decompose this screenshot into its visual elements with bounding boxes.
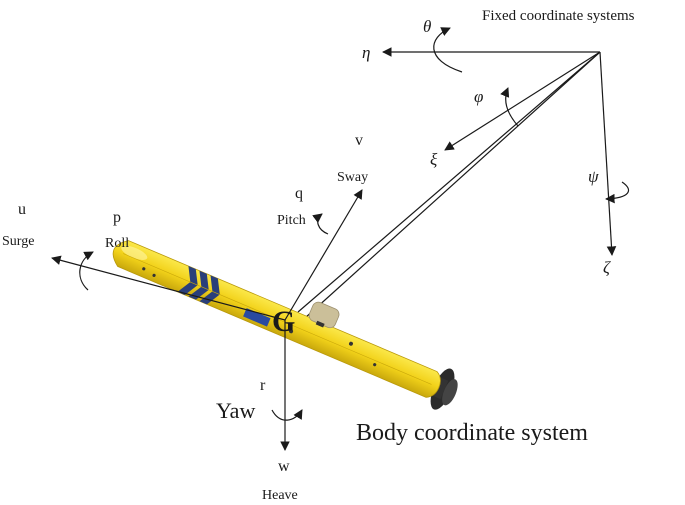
theta-label: θ	[423, 17, 431, 36]
eta-label: η	[362, 43, 370, 62]
zeta-label: ζ	[603, 258, 611, 277]
line-to-g-1	[297, 51, 601, 313]
origin-g-label: G	[272, 305, 295, 338]
zeta-axis	[599, 51, 617, 256]
xi-axis	[444, 51, 601, 151]
auv-vehicle	[112, 240, 458, 410]
body-frame-title: Body coordinate system	[356, 420, 588, 446]
body-frame	[51, 189, 363, 451]
logo-panel	[243, 308, 271, 327]
v-label: v	[355, 132, 363, 149]
psi-label: ψ	[588, 167, 599, 186]
heave-label: Heave	[262, 488, 298, 503]
u-axis	[51, 255, 286, 321]
line-to-g-2	[304, 51, 601, 319]
fixed-frame	[297, 27, 630, 319]
roll-rotation-arrow	[79, 251, 94, 291]
r-label: r	[260, 377, 266, 394]
p-label: p	[113, 209, 121, 226]
q-label: q	[295, 185, 303, 202]
surge-label: Surge	[2, 234, 34, 249]
theta-rotation-arrow	[433, 27, 463, 73]
pitch-label: Pitch	[277, 213, 306, 228]
chevron-stripes	[177, 266, 220, 305]
w-label: w	[278, 458, 290, 475]
v-axis	[284, 189, 363, 321]
roll-label: Roll	[105, 236, 129, 251]
sway-label: Sway	[337, 170, 368, 185]
sonar-dome	[308, 301, 340, 329]
psi-rotation-arrow	[605, 181, 630, 204]
phi-rotation-arrow	[500, 87, 519, 127]
phi-label: φ	[474, 87, 483, 106]
fixed-frame-title: Fixed coordinate systems	[482, 8, 635, 24]
u-label: u	[18, 201, 26, 218]
yaw-label: Yaw	[216, 398, 255, 423]
pitch-rotation-arrow	[312, 213, 329, 235]
xi-label: ξ	[430, 150, 438, 169]
yaw-rotation-arrow	[271, 409, 303, 421]
